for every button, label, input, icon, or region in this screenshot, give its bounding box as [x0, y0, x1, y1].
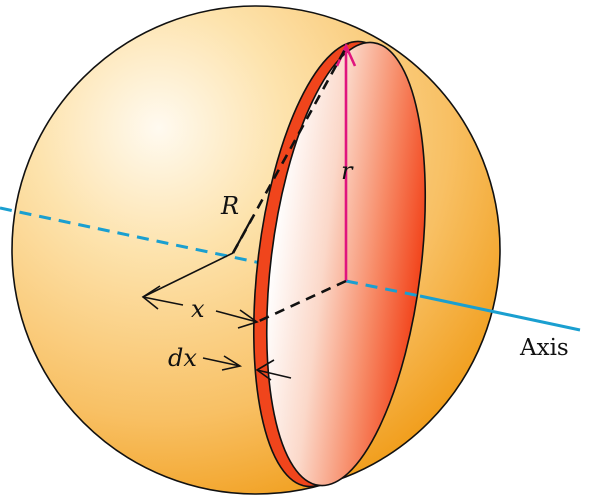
radius-R-solid — [232, 217, 253, 254]
x-dimension-line-left — [142, 296, 184, 306]
label-axis: Axis — [519, 335, 569, 361]
dx-arrow-line-right — [256, 369, 292, 379]
dx-arrowhead-left — [221, 355, 243, 371]
axis-line-right — [419, 294, 581, 332]
sphere — [11, 5, 501, 495]
dx-arrow-line-left — [202, 357, 241, 367]
label-dx: dx — [168, 344, 197, 372]
axis-line-face — [345, 279, 421, 298]
x-extension-line — [142, 252, 234, 298]
dx-arrowhead-right — [255, 359, 275, 381]
x-arrowhead-left — [141, 285, 161, 310]
x-arrowhead-right — [237, 309, 259, 329]
label-r: r — [341, 157, 354, 185]
x-dimension-line-right — [215, 310, 258, 323]
label-R: R — [220, 192, 239, 220]
label-x: x — [191, 295, 205, 323]
